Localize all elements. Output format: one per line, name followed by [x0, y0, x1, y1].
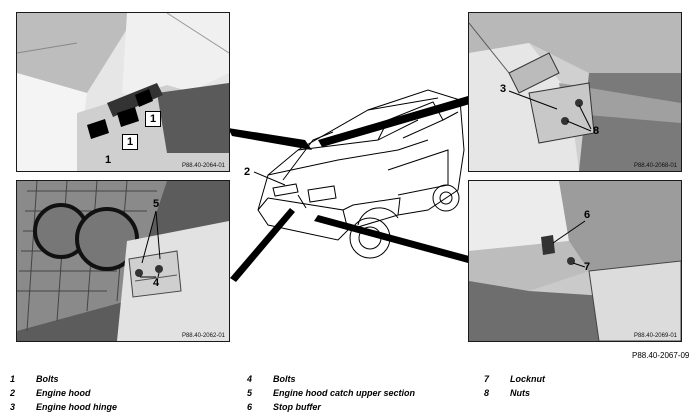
legend-item: 4 Bolts — [247, 372, 415, 386]
panel-hood-bolts: 1 1 1 P88.40-2064-01 — [16, 12, 230, 172]
callout-4: 4 — [153, 277, 160, 289]
panel-hood-catch: 5 4 P88.40-2062-01 — [16, 180, 230, 342]
legend-num: 2 — [10, 388, 16, 398]
legend-label: Engine hood catch upper section — [273, 388, 416, 398]
legend-num: 3 — [10, 402, 16, 412]
callout-lines-br — [552, 220, 586, 268]
fig-code: P88.40-2064-01 — [181, 163, 225, 169]
panel-hood-hinge: 3 8 P88.40-2068-01 — [468, 12, 682, 172]
legend-num: 6 — [247, 402, 253, 412]
callout-1-b: 1 — [122, 134, 138, 150]
legend-item: 5 Engine hood catch upper section — [247, 386, 415, 400]
callout-6: 6 — [584, 209, 591, 221]
fig-code: P88.40-2062-01 — [181, 333, 225, 339]
callout-1-a: 1 — [145, 111, 161, 127]
figure-id: P88.40-2067-09 — [632, 351, 690, 360]
callout-3: 3 — [500, 83, 507, 95]
legend-item: 7 Locknut — [484, 372, 545, 386]
legend-label: Engine hood hinge — [36, 402, 117, 412]
legend-label: Bolts — [36, 374, 59, 384]
legend-column-1: 1 Bolts 2 Engine hood 3 Engine hood hinge — [10, 372, 117, 414]
legend-num: 7 — [484, 374, 490, 384]
legend-num: 5 — [247, 388, 253, 398]
legend-label: Locknut — [510, 374, 545, 384]
legend-label: Engine hood — [36, 388, 91, 398]
legend-column-3: 7 Locknut 8 Nuts — [484, 372, 545, 400]
callout-lines-bl — [140, 210, 161, 278]
legend-num: 8 — [484, 388, 490, 398]
legend-item: 8 Nuts — [484, 386, 545, 400]
legend-num: 1 — [10, 374, 16, 384]
callout-5: 5 — [153, 198, 160, 210]
legend-item: 6 Stop buffer — [247, 400, 415, 414]
callout-1-c: 1 — [105, 154, 112, 166]
hood-hinge-illustration — [469, 13, 681, 171]
callout-8: 8 — [593, 125, 600, 137]
callout-lines-tr — [508, 90, 592, 132]
legend-item: 1 Bolts — [10, 372, 117, 386]
callout-2: 2 — [244, 166, 251, 178]
legend-item: 3 Engine hood hinge — [10, 400, 117, 414]
panel-stop-buffer: 6 7 P88.40-2069-01 — [468, 180, 682, 342]
legend-item: 2 Engine hood — [10, 386, 117, 400]
fig-code: P88.40-2069-01 — [633, 333, 677, 339]
legend-label: Stop buffer — [273, 402, 321, 412]
legend-num: 4 — [247, 374, 253, 384]
fig-code: P88.40-2068-01 — [633, 163, 677, 169]
legend-label: Bolts — [273, 374, 296, 384]
vehicle-illustration — [257, 89, 465, 259]
callout-7: 7 — [584, 261, 591, 273]
legend-label: Nuts — [510, 388, 530, 398]
stop-buffer-illustration — [469, 181, 681, 341]
